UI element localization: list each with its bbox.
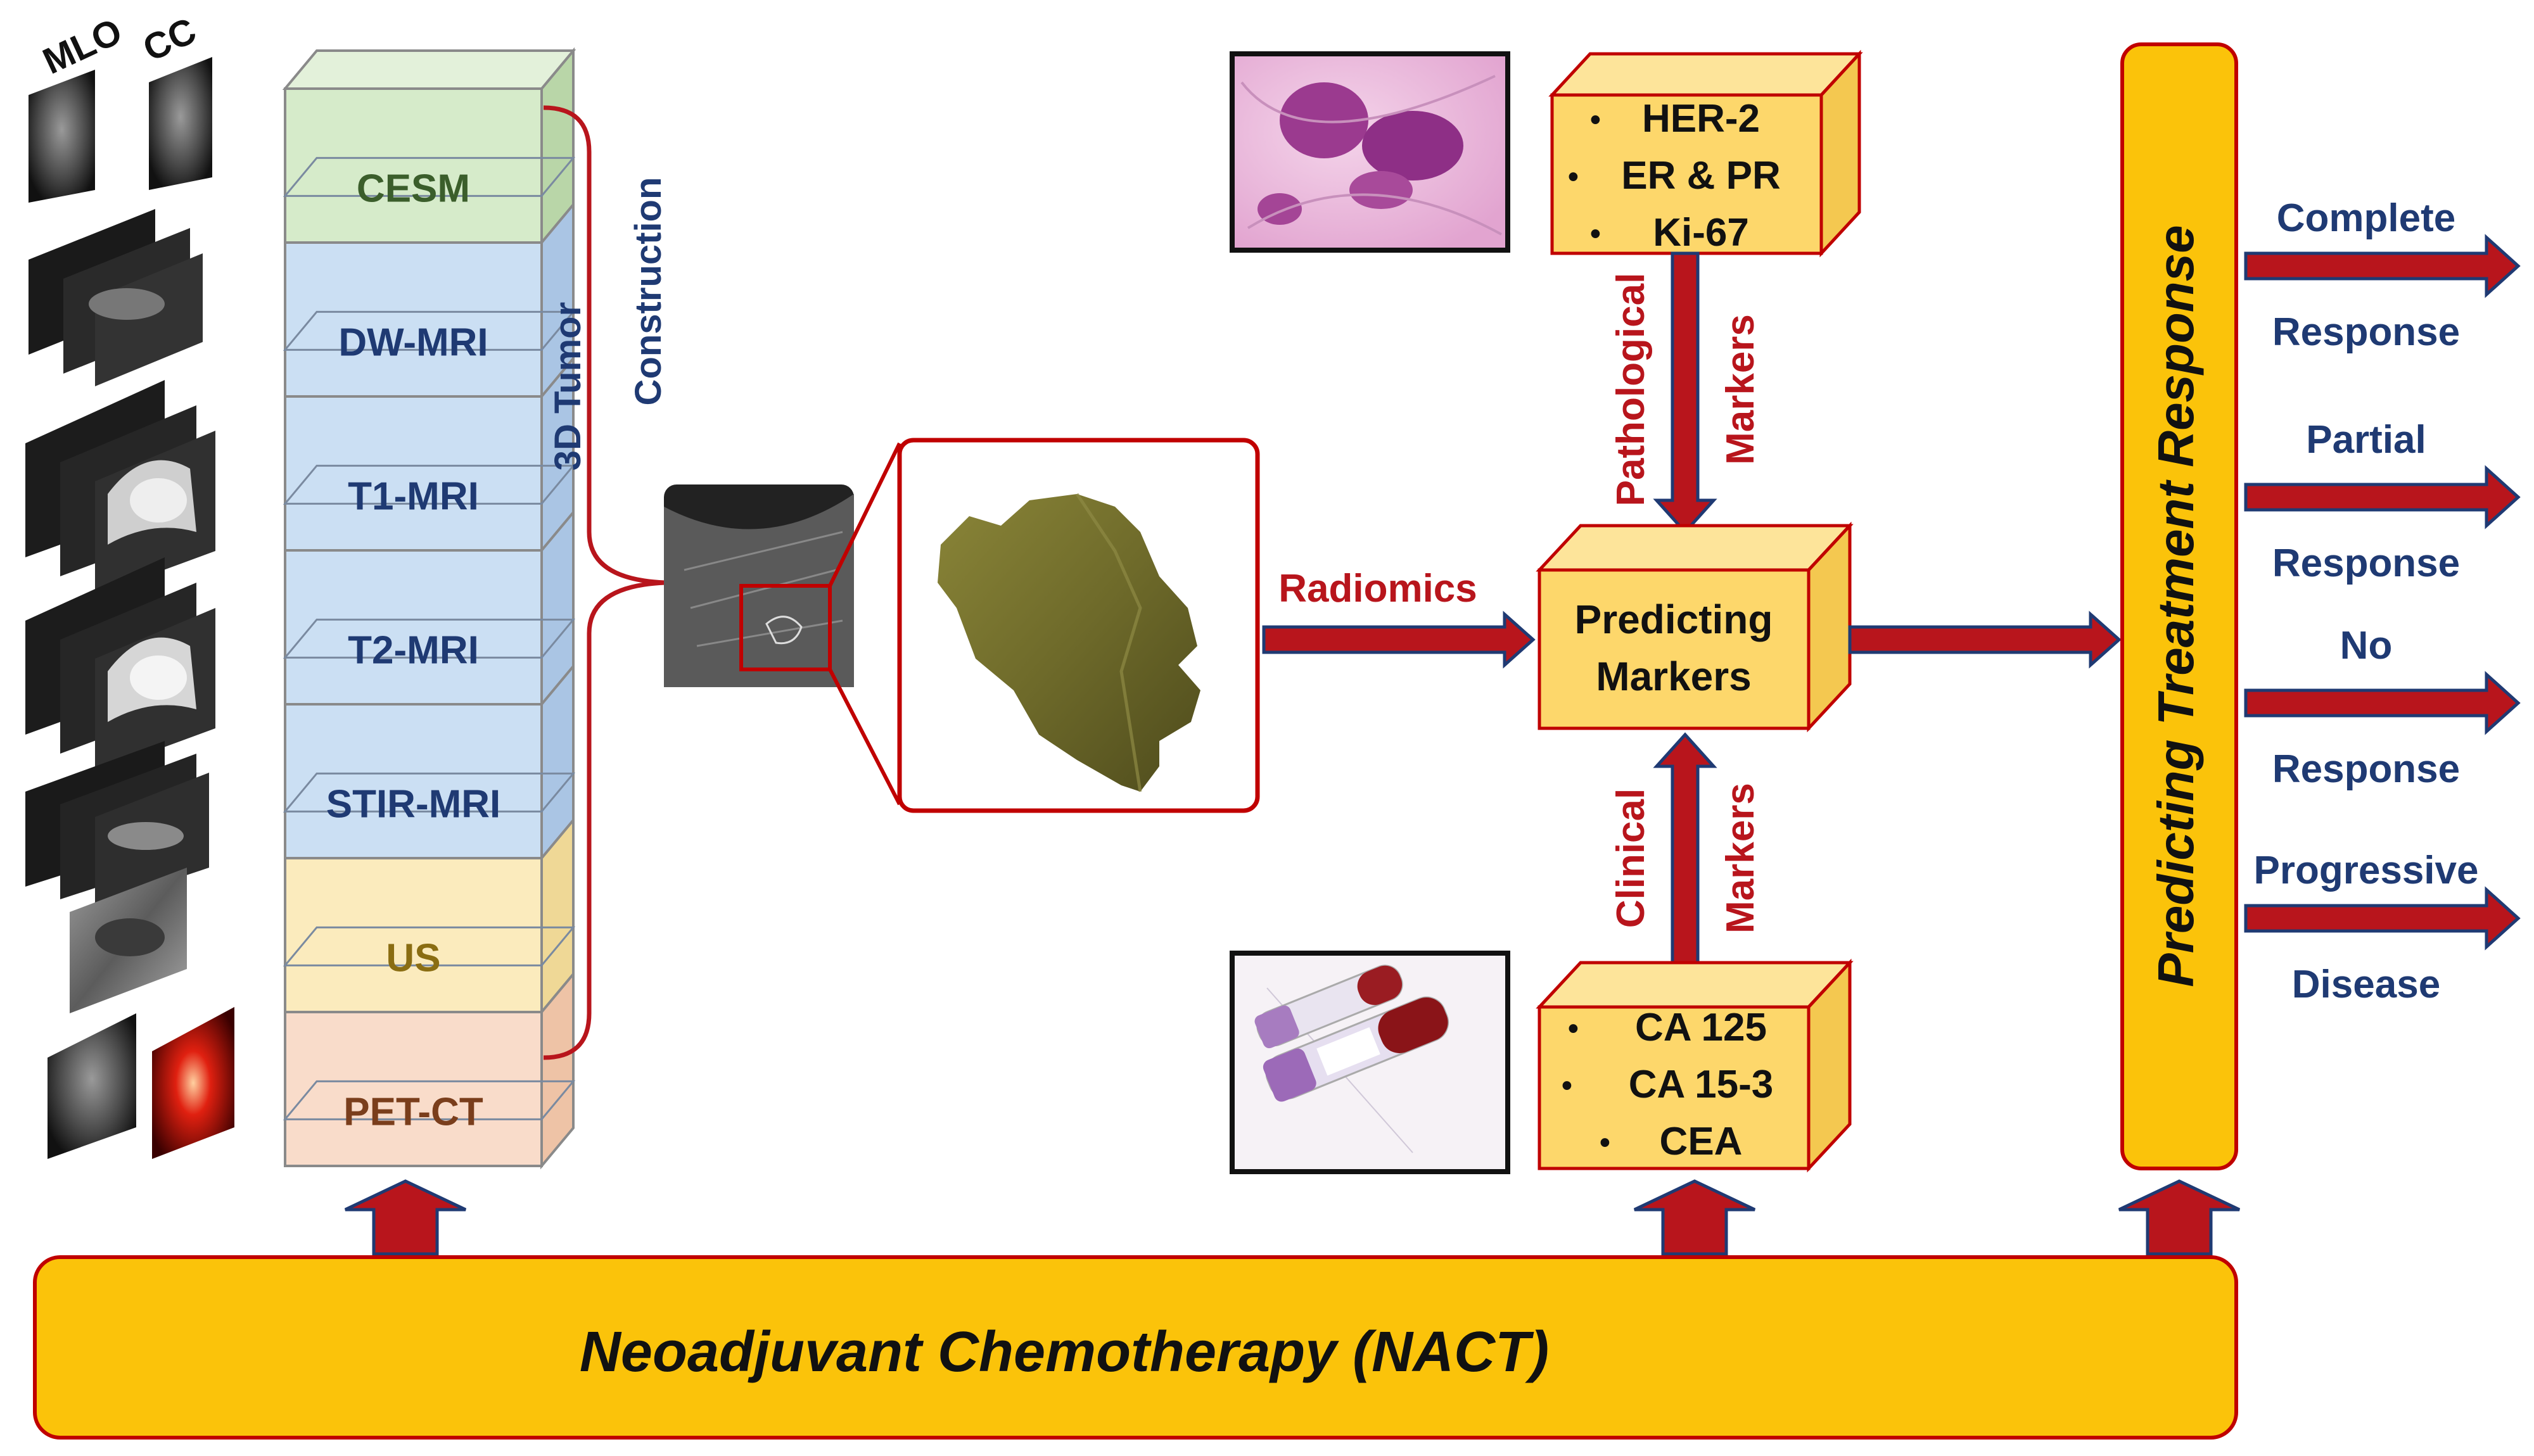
- bullet: •: [1568, 1012, 1579, 1046]
- dw-mri-slices-image: [29, 209, 203, 386]
- pet-ct-images: [48, 1007, 234, 1159]
- cc-label: CC: [137, 9, 202, 69]
- nact-label: Neoadjuvant Chemotherapy (NACT): [580, 1320, 1549, 1384]
- up-arrow-clinical: [1633, 1179, 1756, 1256]
- pathology-slide-image: [1230, 51, 1510, 253]
- modality-layer-front: [284, 549, 543, 706]
- outcome-label-line2: Response: [2272, 747, 2460, 791]
- t1-mri-slices-image: [25, 380, 215, 595]
- modality-label: US: [386, 937, 440, 980]
- up-arrow-modalities: [344, 1179, 467, 1256]
- nact-bar: [33, 1255, 2238, 1440]
- t2-mri-slices-image: [25, 557, 215, 773]
- marker-ca125: CA 125: [1635, 1006, 1767, 1049]
- modality-label: CESM: [357, 167, 470, 211]
- outcome-label-line2: Disease: [2292, 963, 2440, 1006]
- mammogram-roi-image: [664, 484, 854, 687]
- modality-layer-front: [284, 241, 543, 398]
- clinical-markers-box: [1536, 958, 1854, 1173]
- outcome-arrow: [2244, 671, 2521, 735]
- modality-layer: T2-MRI: [283, 509, 576, 708]
- modality-label: PET-CT: [343, 1091, 483, 1134]
- modality-layer-front: [284, 395, 543, 552]
- tumor-3d-render: [897, 438, 1260, 813]
- treatment-response-bar: [2120, 42, 2238, 1170]
- predicting-markers-line1: Predicting: [1575, 597, 1773, 642]
- modality-label: STIR-MRI: [326, 783, 501, 826]
- modality-layer: PET-CT: [283, 970, 576, 1170]
- bullet: •: [1568, 160, 1579, 194]
- pathology-markers-box: [1548, 49, 1863, 258]
- outcome-label-line1: Partial: [2306, 418, 2426, 462]
- up-arrow-response: [2118, 1179, 2241, 1256]
- zoom-lines: [828, 442, 901, 806]
- radiomics-arrow: [1262, 611, 1536, 669]
- outcome-arrow: [2244, 886, 2521, 951]
- pathological-label: Pathological: [1609, 273, 1653, 507]
- marker-her2: HER-2: [1642, 97, 1760, 141]
- cc-mammogram-image: [149, 57, 212, 190]
- outcome-label-line1: Progressive: [2254, 849, 2479, 892]
- modality-label: T2-MRI: [348, 629, 479, 673]
- modality-layer-top: [283, 926, 576, 966]
- bullet: •: [1590, 217, 1601, 251]
- modality-stack: CESM DW-MRI T1-MRI T2-MRI STIR-MRI US PET-CT: [282, 47, 576, 1170]
- marker-er-pr: ER & PR: [1621, 154, 1780, 198]
- marker-ki67: Ki-67: [1653, 211, 1749, 255]
- bullet: •: [1562, 1069, 1572, 1103]
- outcome-label-line1: No: [2340, 624, 2393, 668]
- modality-layer: US: [283, 816, 576, 1016]
- predicting-markers-line2: Markers: [1596, 654, 1752, 699]
- pathology-marker-list: • HER-2 • ER & PR • Ki-67: [1568, 97, 1781, 255]
- modality-layer: DW-MRI: [283, 201, 576, 400]
- modality-layer-front: [284, 87, 543, 244]
- clinical-markers-label: Markers: [1719, 783, 1762, 934]
- outcome-label-line2: Response: [2272, 310, 2460, 354]
- modality-layer-top: [283, 772, 576, 813]
- outcome-list: CompleteResponsePartialResponseNoRespons…: [2244, 196, 2521, 1006]
- marker-cea: CEA: [1660, 1120, 1743, 1163]
- roi-box: [739, 584, 832, 671]
- predicting-markers-box: [1536, 521, 1854, 733]
- modality-layer-side: [540, 970, 575, 1170]
- blood-tube-image: [1230, 951, 1510, 1174]
- clinical-markers-arrow: [1653, 732, 1717, 965]
- outcome-arrow: [2244, 234, 2521, 298]
- modality-layer-top: [283, 156, 576, 197]
- mlo-label: MLO: [37, 10, 128, 82]
- pathological-markers-label: Markers: [1719, 314, 1762, 465]
- modality-layer: STIR-MRI: [283, 662, 576, 862]
- treatment-response-title: Predicting Treatment Response: [2148, 225, 2204, 987]
- ultrasound-image: [70, 868, 187, 1013]
- modality-layer-front: [284, 703, 543, 859]
- modality-layer-top: [283, 618, 576, 659]
- prediction-arrow: [1848, 611, 2122, 669]
- marker-ca15-3: CA 15-3: [1629, 1063, 1774, 1106]
- modality-layer-top: [283, 310, 576, 351]
- modality-layer-top: [283, 464, 576, 505]
- modality-stack-cap: [282, 49, 576, 90]
- mlo-mammogram-image: [29, 70, 95, 203]
- clinical-marker-list: • CA 125 • CA 15-3 • CEA: [1562, 1006, 1773, 1163]
- clinical-label: Clinical: [1609, 788, 1653, 928]
- bullet: •: [1600, 1126, 1610, 1160]
- modality-label: DW-MRI: [338, 321, 488, 365]
- outcome-arrow: [2244, 465, 2521, 529]
- nact-arrows: [344, 1179, 2241, 1256]
- bullet: •: [1590, 103, 1601, 137]
- modality-label: T1-MRI: [348, 475, 479, 519]
- modality-layer-front: [284, 1011, 543, 1167]
- construction-label: Construction: [628, 177, 669, 406]
- modality-thumbnails: MLO CC: [25, 9, 234, 1159]
- modality-layer-top: [283, 1080, 576, 1120]
- pathological-markers-arrow: [1653, 251, 1717, 535]
- modality-layer-front: [284, 857, 543, 1013]
- outcome-label-line2: Response: [2272, 541, 2460, 585]
- 3d-tumor-label: 3D Tumor: [547, 302, 589, 471]
- outcome-label-line1: Complete: [2277, 196, 2455, 240]
- radiomics-label: Radiomics: [1278, 567, 1477, 611]
